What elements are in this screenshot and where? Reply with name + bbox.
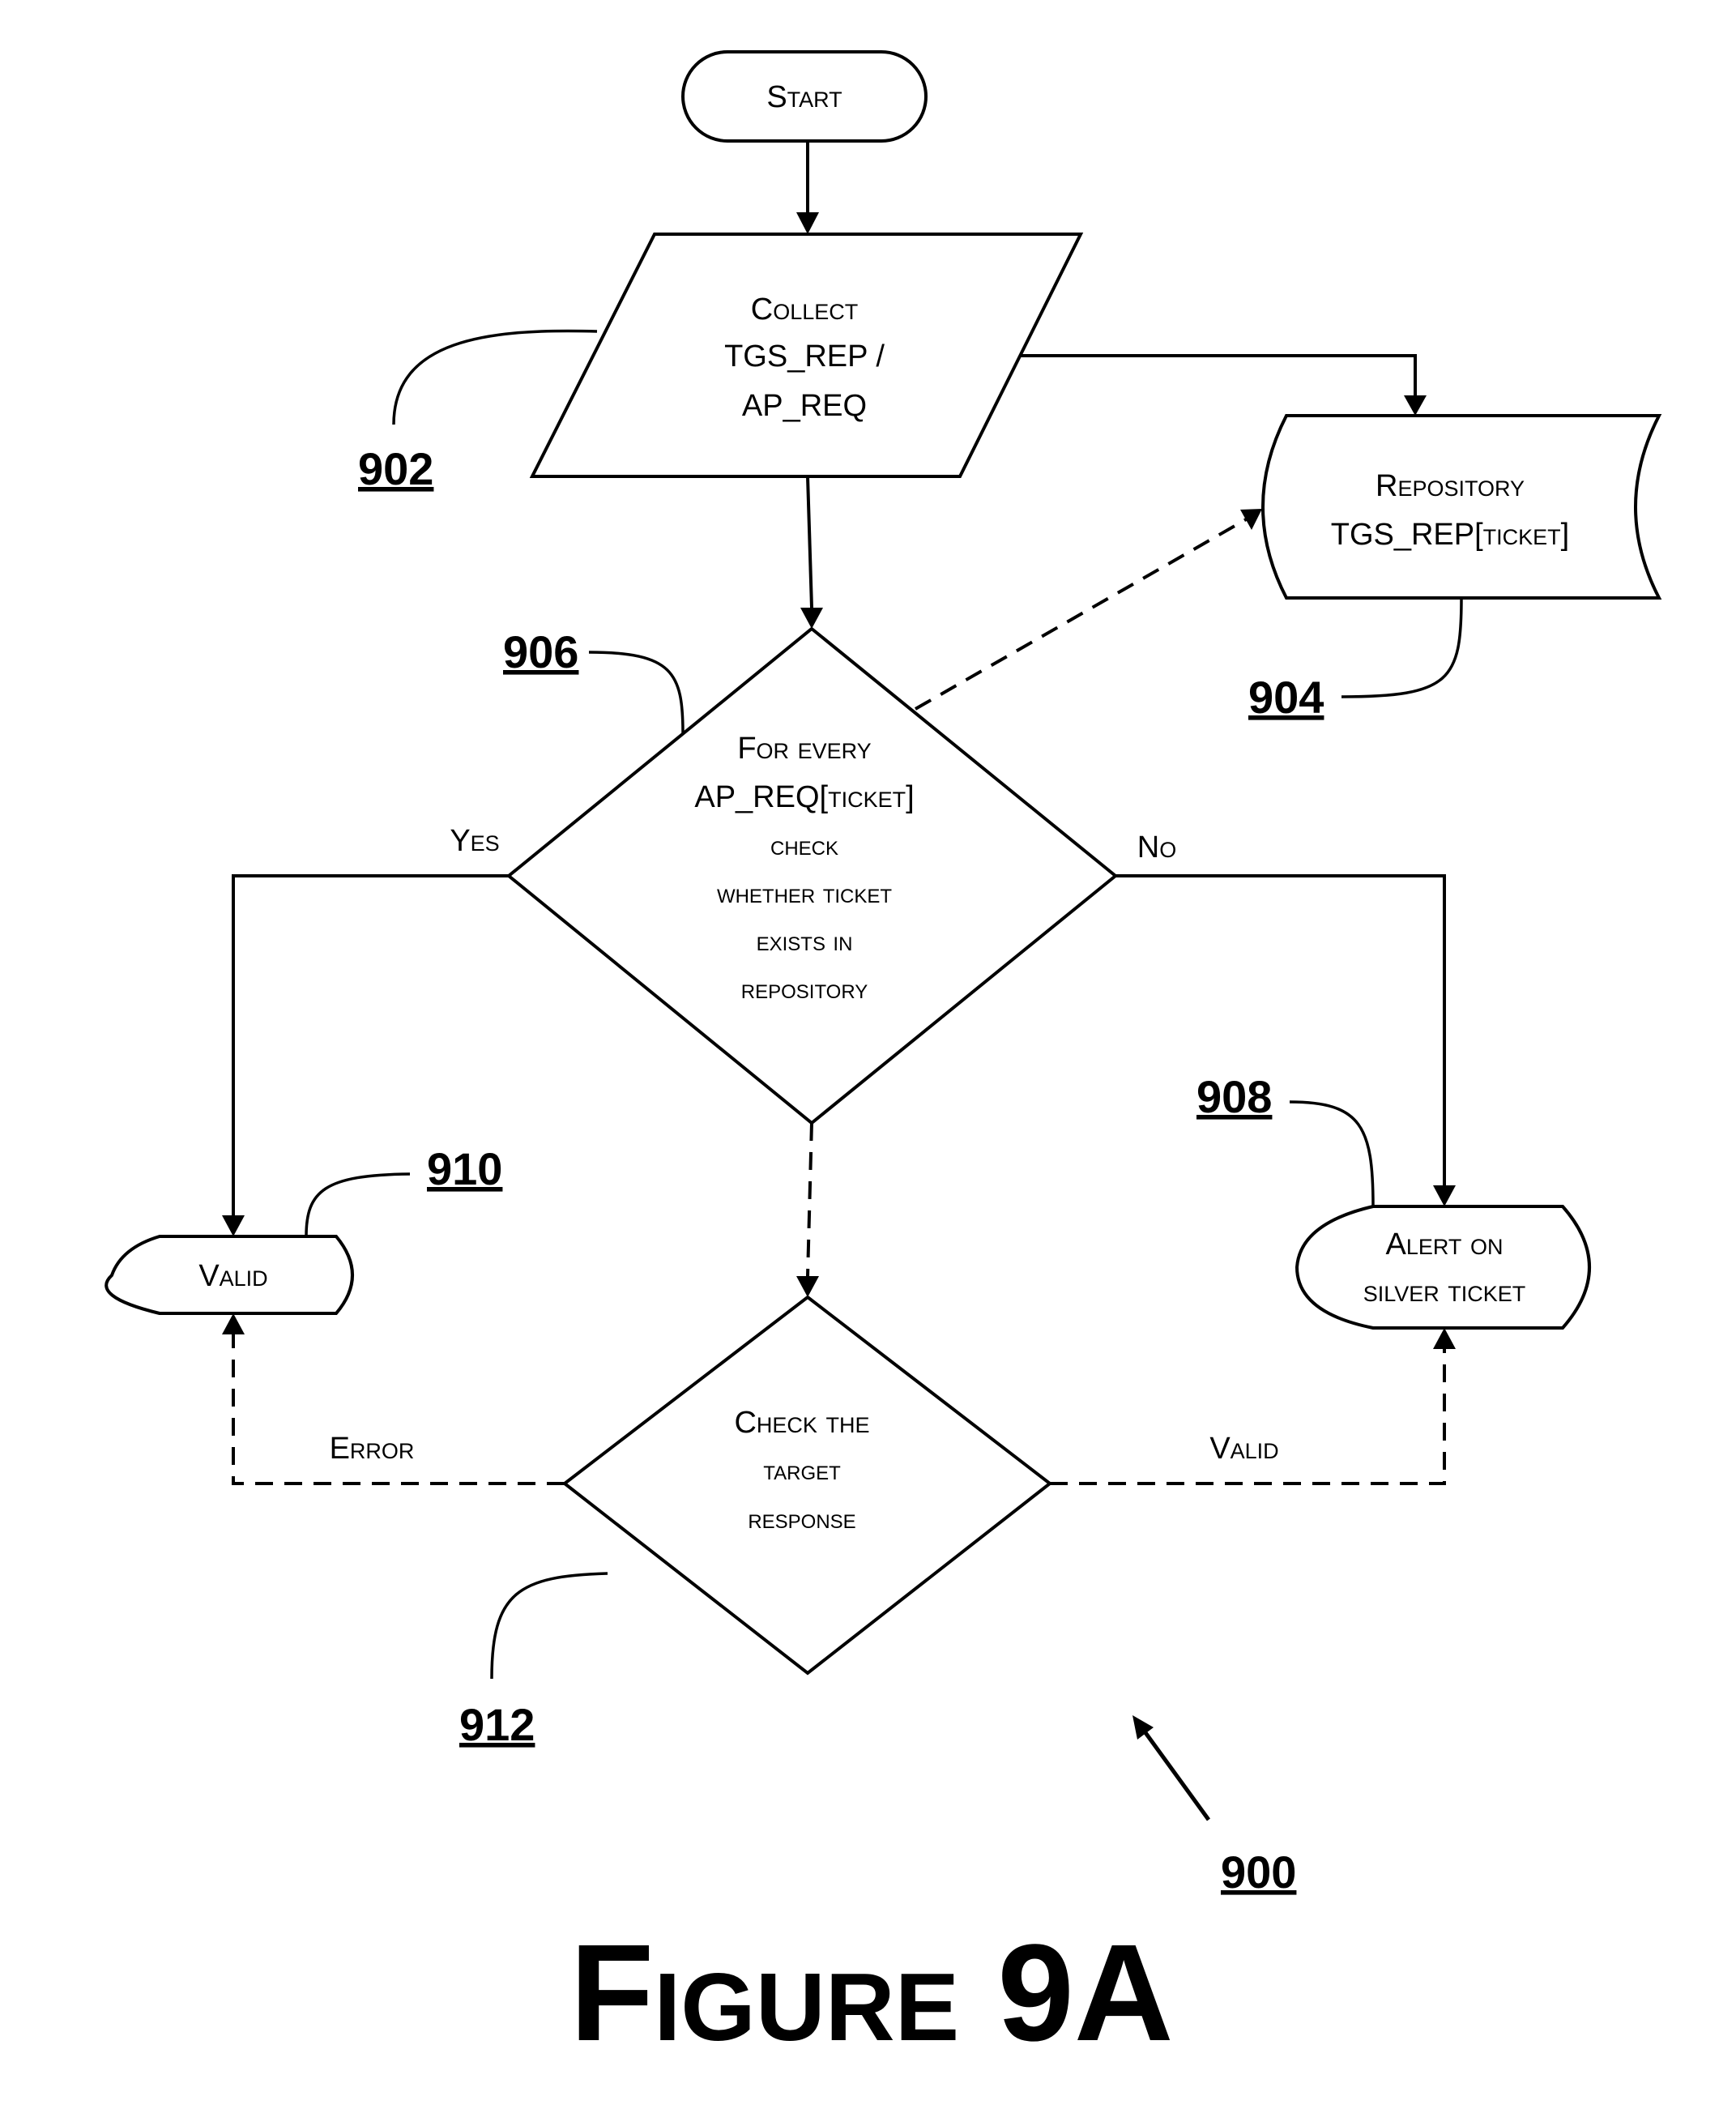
- edge-label-yes: Yes: [450, 824, 499, 858]
- ref-label-902: 902: [358, 443, 433, 494]
- node-collect-line-2: TGS_REP /: [724, 339, 885, 374]
- ref-label-906: 906: [503, 626, 578, 677]
- ref-label-900: 900: [1221, 1846, 1296, 1898]
- figure-ref-arrow: [1132, 1715, 1209, 1820]
- edge-start-to-collect: [796, 140, 819, 234]
- ref-label-912: 912: [459, 1699, 535, 1750]
- arrowhead-icon: [796, 212, 819, 234]
- node-check-ticket-line-1: For every: [737, 732, 871, 766]
- node-collect[interactable]: Collect TGS_REP / AP_REQ: [532, 234, 1081, 476]
- edge-collect-to-check-ticket: [800, 476, 823, 629]
- figure-caption: Figure 9A: [569, 1916, 1173, 2070]
- edge-check-ticket-to-repository: [915, 509, 1262, 709]
- edge-check-ticket-to-check-target: [796, 1123, 819, 1297]
- edge-label-error: Error: [330, 1432, 415, 1466]
- node-check-ticket-line-3: check: [770, 830, 838, 861]
- ref-label-908: 908: [1196, 1071, 1272, 1122]
- node-check-ticket-line-6: repository: [741, 974, 868, 1005]
- edge-collect-to-repository: [1012, 356, 1427, 416]
- decision-shape: [509, 629, 1115, 1123]
- edge-label-valid: Valid: [1209, 1432, 1278, 1466]
- leader-908: [1290, 1102, 1373, 1206]
- node-alert[interactable]: Alert on silver ticket: [1297, 1206, 1589, 1328]
- node-start[interactable]: Start: [683, 52, 926, 141]
- edge-no-to-alert: [1115, 876, 1456, 1206]
- node-check-target-line-2: target: [763, 1455, 841, 1486]
- node-repository-line-2: TGS_REP[ticket]: [1331, 518, 1570, 552]
- node-check-ticket-line-5: exists in: [757, 926, 853, 957]
- node-valid[interactable]: Valid: [106, 1236, 352, 1313]
- stored-data-shape: [1263, 416, 1659, 598]
- node-start-label: Start: [766, 80, 842, 114]
- ref-label-910: 910: [427, 1143, 502, 1194]
- arrowhead-icon: [800, 608, 823, 629]
- node-valid-label: Valid: [198, 1259, 267, 1293]
- node-check-ticket-line-4: whether ticket: [717, 878, 892, 909]
- arrowhead-icon: [1132, 1715, 1154, 1740]
- node-check-target-line-1: Check the: [734, 1406, 869, 1440]
- arrowhead-icon: [222, 1313, 245, 1334]
- node-check-ticket[interactable]: For every AP_REQ[ticket] check whether t…: [509, 629, 1115, 1123]
- node-check-ticket-line-2: AP_REQ[ticket]: [694, 780, 914, 814]
- arrowhead-icon: [1240, 509, 1262, 530]
- edge-label-no: No: [1137, 830, 1176, 865]
- node-alert-line-2: silver ticket: [1363, 1274, 1526, 1309]
- leader-904: [1341, 598, 1461, 697]
- node-check-target-line-3: response: [748, 1504, 855, 1535]
- node-repository-line-1: Repository: [1376, 469, 1525, 503]
- arrowhead-icon: [1433, 1185, 1456, 1206]
- leader-906: [589, 652, 683, 733]
- leader-912: [492, 1573, 608, 1679]
- ref-label-904: 904: [1248, 672, 1324, 723]
- arrowhead-icon: [222, 1215, 245, 1236]
- arrowhead-icon: [1433, 1328, 1456, 1349]
- arrowhead-icon: [796, 1276, 819, 1297]
- node-check-target[interactable]: Check the target response: [565, 1297, 1050, 1673]
- node-alert-line-1: Alert on: [1386, 1227, 1504, 1262]
- leader-910: [306, 1174, 410, 1236]
- display-shape: [1297, 1206, 1589, 1328]
- arrowhead-icon: [1404, 395, 1427, 416]
- node-collect-line-1: Collect: [751, 292, 858, 327]
- node-repository[interactable]: Repository TGS_REP[ticket]: [1263, 416, 1659, 598]
- node-collect-line-3: AP_REQ: [742, 389, 867, 423]
